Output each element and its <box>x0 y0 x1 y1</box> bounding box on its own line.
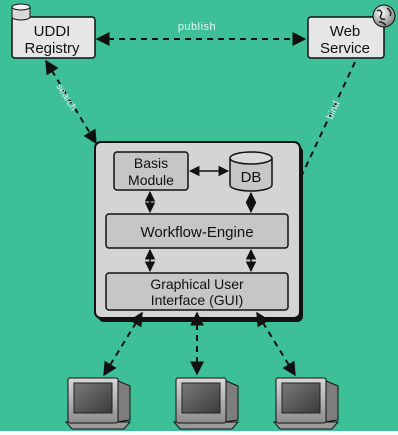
web-service-node: Web Service <box>307 4 396 59</box>
publish-label: publish <box>178 21 216 33</box>
bind-label: bind <box>325 99 343 121</box>
publish-edge: publish <box>95 21 307 46</box>
workflow-engine-label: Workflow-Engine <box>140 224 253 241</box>
basis-module-label-line2: Module <box>128 172 174 188</box>
globe-icon <box>372 4 396 28</box>
client-computer-2 <box>172 377 240 430</box>
gui-label-line2: Interface (GUI) <box>151 292 244 308</box>
computer-monitor-icon <box>172 377 240 430</box>
basis-module-node: Basis Module <box>113 151 189 191</box>
gui-client-left-arrow <box>103 311 143 377</box>
db-label: DB <box>241 169 262 186</box>
gui-node: Graphical User Interface (GUI) <box>105 272 289 311</box>
uddi-registry-label-line2: Registry <box>24 40 80 57</box>
client-computer-1 <box>64 377 132 430</box>
gui-client-right-arrow <box>256 311 296 377</box>
database-cylinder-icon <box>229 151 273 192</box>
computer-monitor-icon <box>272 377 340 430</box>
workflow-engine-node: Workflow-Engine <box>105 213 289 249</box>
uddi-registry-label-line1: UDDI <box>34 23 71 40</box>
web-service-label-line1: Web <box>330 23 361 40</box>
search-edge: search <box>45 59 97 145</box>
computer-monitor-icon <box>64 377 132 430</box>
uddi-registry-node: UDDI Registry <box>11 3 96 59</box>
search-label: search <box>53 82 78 113</box>
db-node: DB <box>229 151 273 192</box>
web-service-label-line2: Service <box>320 40 370 57</box>
client-computer-3 <box>272 377 340 430</box>
gui-label-line1: Graphical User <box>150 276 244 292</box>
basis-module-label-line1: Basis <box>134 155 168 171</box>
database-icon <box>11 3 31 21</box>
